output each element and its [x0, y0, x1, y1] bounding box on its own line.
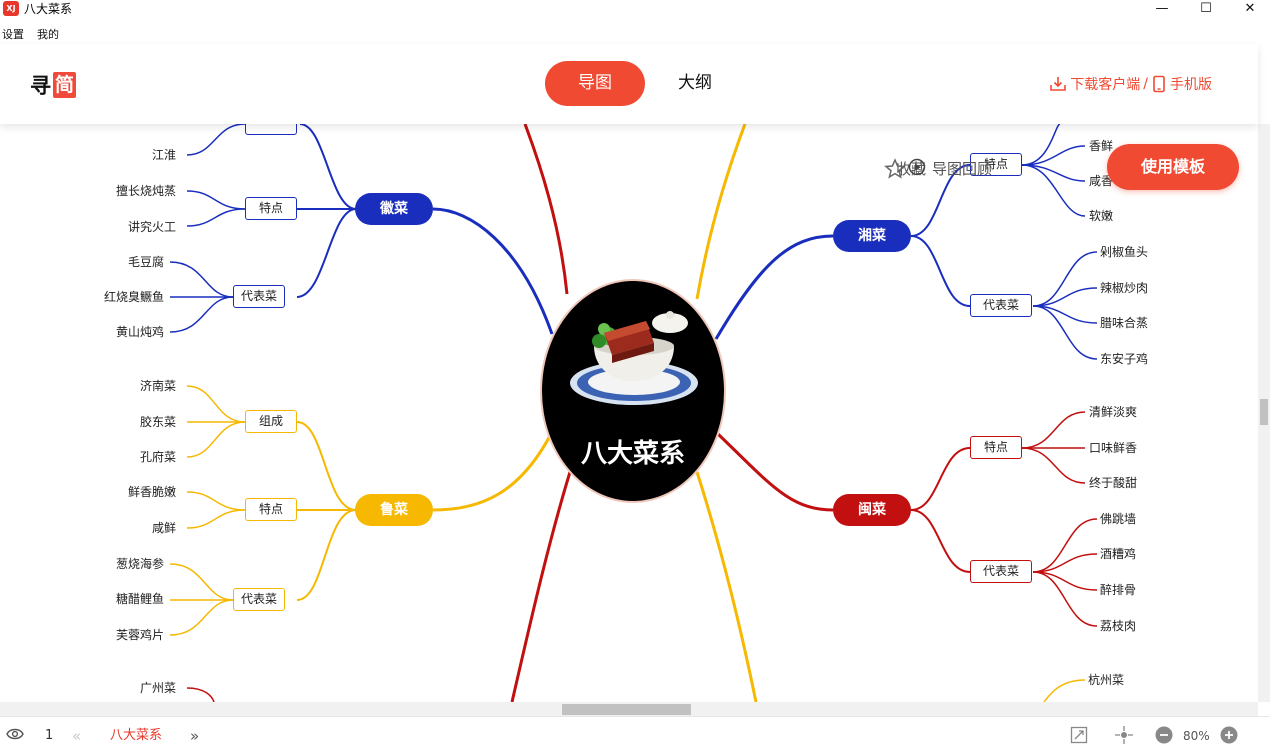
mindmap-canvas[interactable]: 江淮 徽菜 特点 擅长烧炖蒸 讲究火工 代表菜 毛豆腐 红烧臭鳜鱼 黄山炖鸡 鲁…	[0, 124, 1258, 702]
vertical-scroll-thumb[interactable]	[1260, 399, 1268, 425]
minimize-button[interactable]: —	[1155, 1, 1169, 16]
star-icon[interactable]	[884, 158, 906, 180]
hui-features-node[interactable]: 特点	[245, 197, 297, 220]
hui-dish-3[interactable]: 黄山炖鸡	[115, 325, 164, 339]
xiang-feature-2[interactable]: 咸香	[1089, 174, 1114, 188]
node-lu[interactable]: 鲁菜	[355, 494, 433, 526]
favorite-button[interactable]: 收藏	[896, 160, 927, 178]
bottom-bar: 1 « 八大菜系 » 80%	[0, 716, 1270, 754]
page-number: 1	[45, 728, 54, 743]
node-xiang[interactable]: 湘菜	[833, 220, 911, 252]
hui-partial-leaf[interactable]: 江淮	[151, 148, 176, 162]
hui-feature-2[interactable]: 讲究火工	[127, 220, 176, 234]
window-title: 八大菜系	[24, 2, 73, 16]
close-button[interactable]: ✕	[1244, 1, 1256, 16]
min-feature-3[interactable]: 终于酸甜	[1089, 476, 1138, 490]
lu-origin-3[interactable]: 孔府菜	[139, 450, 176, 464]
min-feature-2[interactable]: 口味鲜香	[1089, 441, 1138, 455]
lu-feature-1[interactable]: 鲜香脆嫩	[127, 485, 176, 499]
yue-partial-leaf[interactable]: 广州菜	[139, 681, 176, 695]
app-header: 寻 简 导图 大纲 下载客户端 / 手机版	[0, 44, 1258, 124]
lu-feature-2[interactable]: 咸鲜	[151, 521, 176, 535]
fit-screen-icon[interactable]	[1070, 726, 1088, 744]
hui-dish-1[interactable]: 毛豆腐	[127, 255, 164, 269]
tab-mindmap[interactable]: 导图	[545, 61, 645, 106]
lu-features-node[interactable]: 特点	[245, 498, 297, 521]
xiang-dish-1[interactable]: 剁椒鱼头	[1100, 245, 1149, 259]
vertical-scrollbar[interactable]	[1258, 124, 1270, 702]
zoom-in-icon[interactable]	[1220, 726, 1238, 744]
floating-actions: 收藏 导图回顾	[884, 158, 992, 179]
zoom-level: 80%	[1183, 729, 1210, 743]
lu-dish-3[interactable]: 芙蓉鸡片	[115, 628, 164, 642]
min-dish-4[interactable]: 荔枝肉	[1100, 619, 1137, 633]
xiang-dish-4[interactable]: 东安子鸡	[1100, 352, 1149, 366]
lu-dish-2[interactable]: 糖醋鲤鱼	[115, 592, 164, 606]
xiang-dish-3[interactable]: 腊味合蒸	[1100, 316, 1149, 330]
download-icon	[1050, 77, 1067, 91]
hui-dish-2[interactable]: 红烧臭鳜鱼	[103, 290, 164, 304]
node-hui[interactable]: 徽菜	[355, 193, 433, 225]
prev-page-icon[interactable]: «	[72, 727, 82, 745]
node-min[interactable]: 闽菜	[833, 494, 911, 526]
min-features-node[interactable]: 特点	[970, 436, 1022, 459]
zhe-partial-leaf[interactable]: 杭州菜	[1088, 673, 1125, 687]
mobile-version-link[interactable]: 手机版	[1170, 77, 1212, 93]
min-dish-3[interactable]: 醉排骨	[1100, 583, 1137, 597]
play-icon[interactable]	[908, 158, 926, 176]
lu-origin-1[interactable]: 济南菜	[139, 379, 176, 393]
xiang-feature-1[interactable]: 香鲜	[1089, 139, 1114, 153]
use-template-button[interactable]: 使用模板	[1107, 144, 1239, 190]
menu-settings[interactable]: 设置	[2, 28, 24, 41]
lu-origin-2[interactable]: 胶东菜	[139, 415, 176, 429]
hui-partial-subnode[interactable]	[245, 124, 297, 135]
doc-tab[interactable]: 八大菜系	[110, 728, 163, 743]
zoom-out-icon[interactable]	[1155, 726, 1173, 744]
center-focus-icon[interactable]	[1115, 726, 1133, 744]
center-node[interactable]: 八大菜系	[540, 279, 726, 503]
mobile-icon	[1153, 75, 1165, 93]
xiang-dish-2[interactable]: 辣椒炒肉	[1100, 281, 1149, 295]
link-separator: /	[1143, 76, 1148, 92]
lu-origin-node[interactable]: 组成	[245, 410, 297, 433]
xiang-features-node[interactable]: 特点	[970, 153, 1022, 176]
horizontal-scrollbar[interactable]	[0, 702, 1258, 716]
download-client-link[interactable]: 下载客户端	[1070, 77, 1141, 93]
title-bar: XJ 八大菜系 — ☐ ✕	[0, 0, 1270, 18]
xiang-dishes-node[interactable]: 代表菜	[970, 294, 1032, 317]
logo-text: 寻	[30, 74, 51, 98]
min-dishes-node[interactable]: 代表菜	[970, 560, 1032, 583]
app-logo-icon: XJ	[3, 1, 19, 16]
maximize-button[interactable]: ☐	[1200, 1, 1212, 16]
lu-dish-1[interactable]: 葱烧海参	[115, 557, 164, 571]
menu-mine[interactable]: 我的	[37, 28, 59, 41]
xiang-feature-3[interactable]: 软嫩	[1089, 209, 1114, 223]
center-title: 八大菜系	[580, 439, 685, 469]
download-links: 下载客户端 / 手机版	[1049, 74, 1212, 94]
min-dish-1[interactable]: 佛跳墙	[1100, 512, 1137, 526]
horizontal-scroll-thumb[interactable]	[562, 704, 691, 715]
braised-pork-dish-icon	[570, 311, 698, 405]
tab-outline[interactable]: 大纲	[678, 73, 712, 93]
logo-box: 简	[53, 72, 77, 98]
review-button[interactable]: 导图回顾	[932, 160, 993, 178]
min-feature-1[interactable]: 清鲜淡爽	[1089, 405, 1138, 419]
lu-dishes-node[interactable]: 代表菜	[233, 588, 285, 611]
next-page-icon[interactable]: »	[190, 727, 200, 745]
brand-logo[interactable]: 寻 简	[30, 70, 77, 100]
hui-feature-1[interactable]: 擅长烧炖蒸	[115, 184, 176, 198]
mindmap-connectors	[169, 124, 1098, 702]
min-dish-2[interactable]: 酒糟鸡	[1100, 547, 1137, 561]
eye-icon[interactable]	[6, 727, 24, 741]
hui-dishes-node[interactable]: 代表菜	[233, 285, 285, 308]
